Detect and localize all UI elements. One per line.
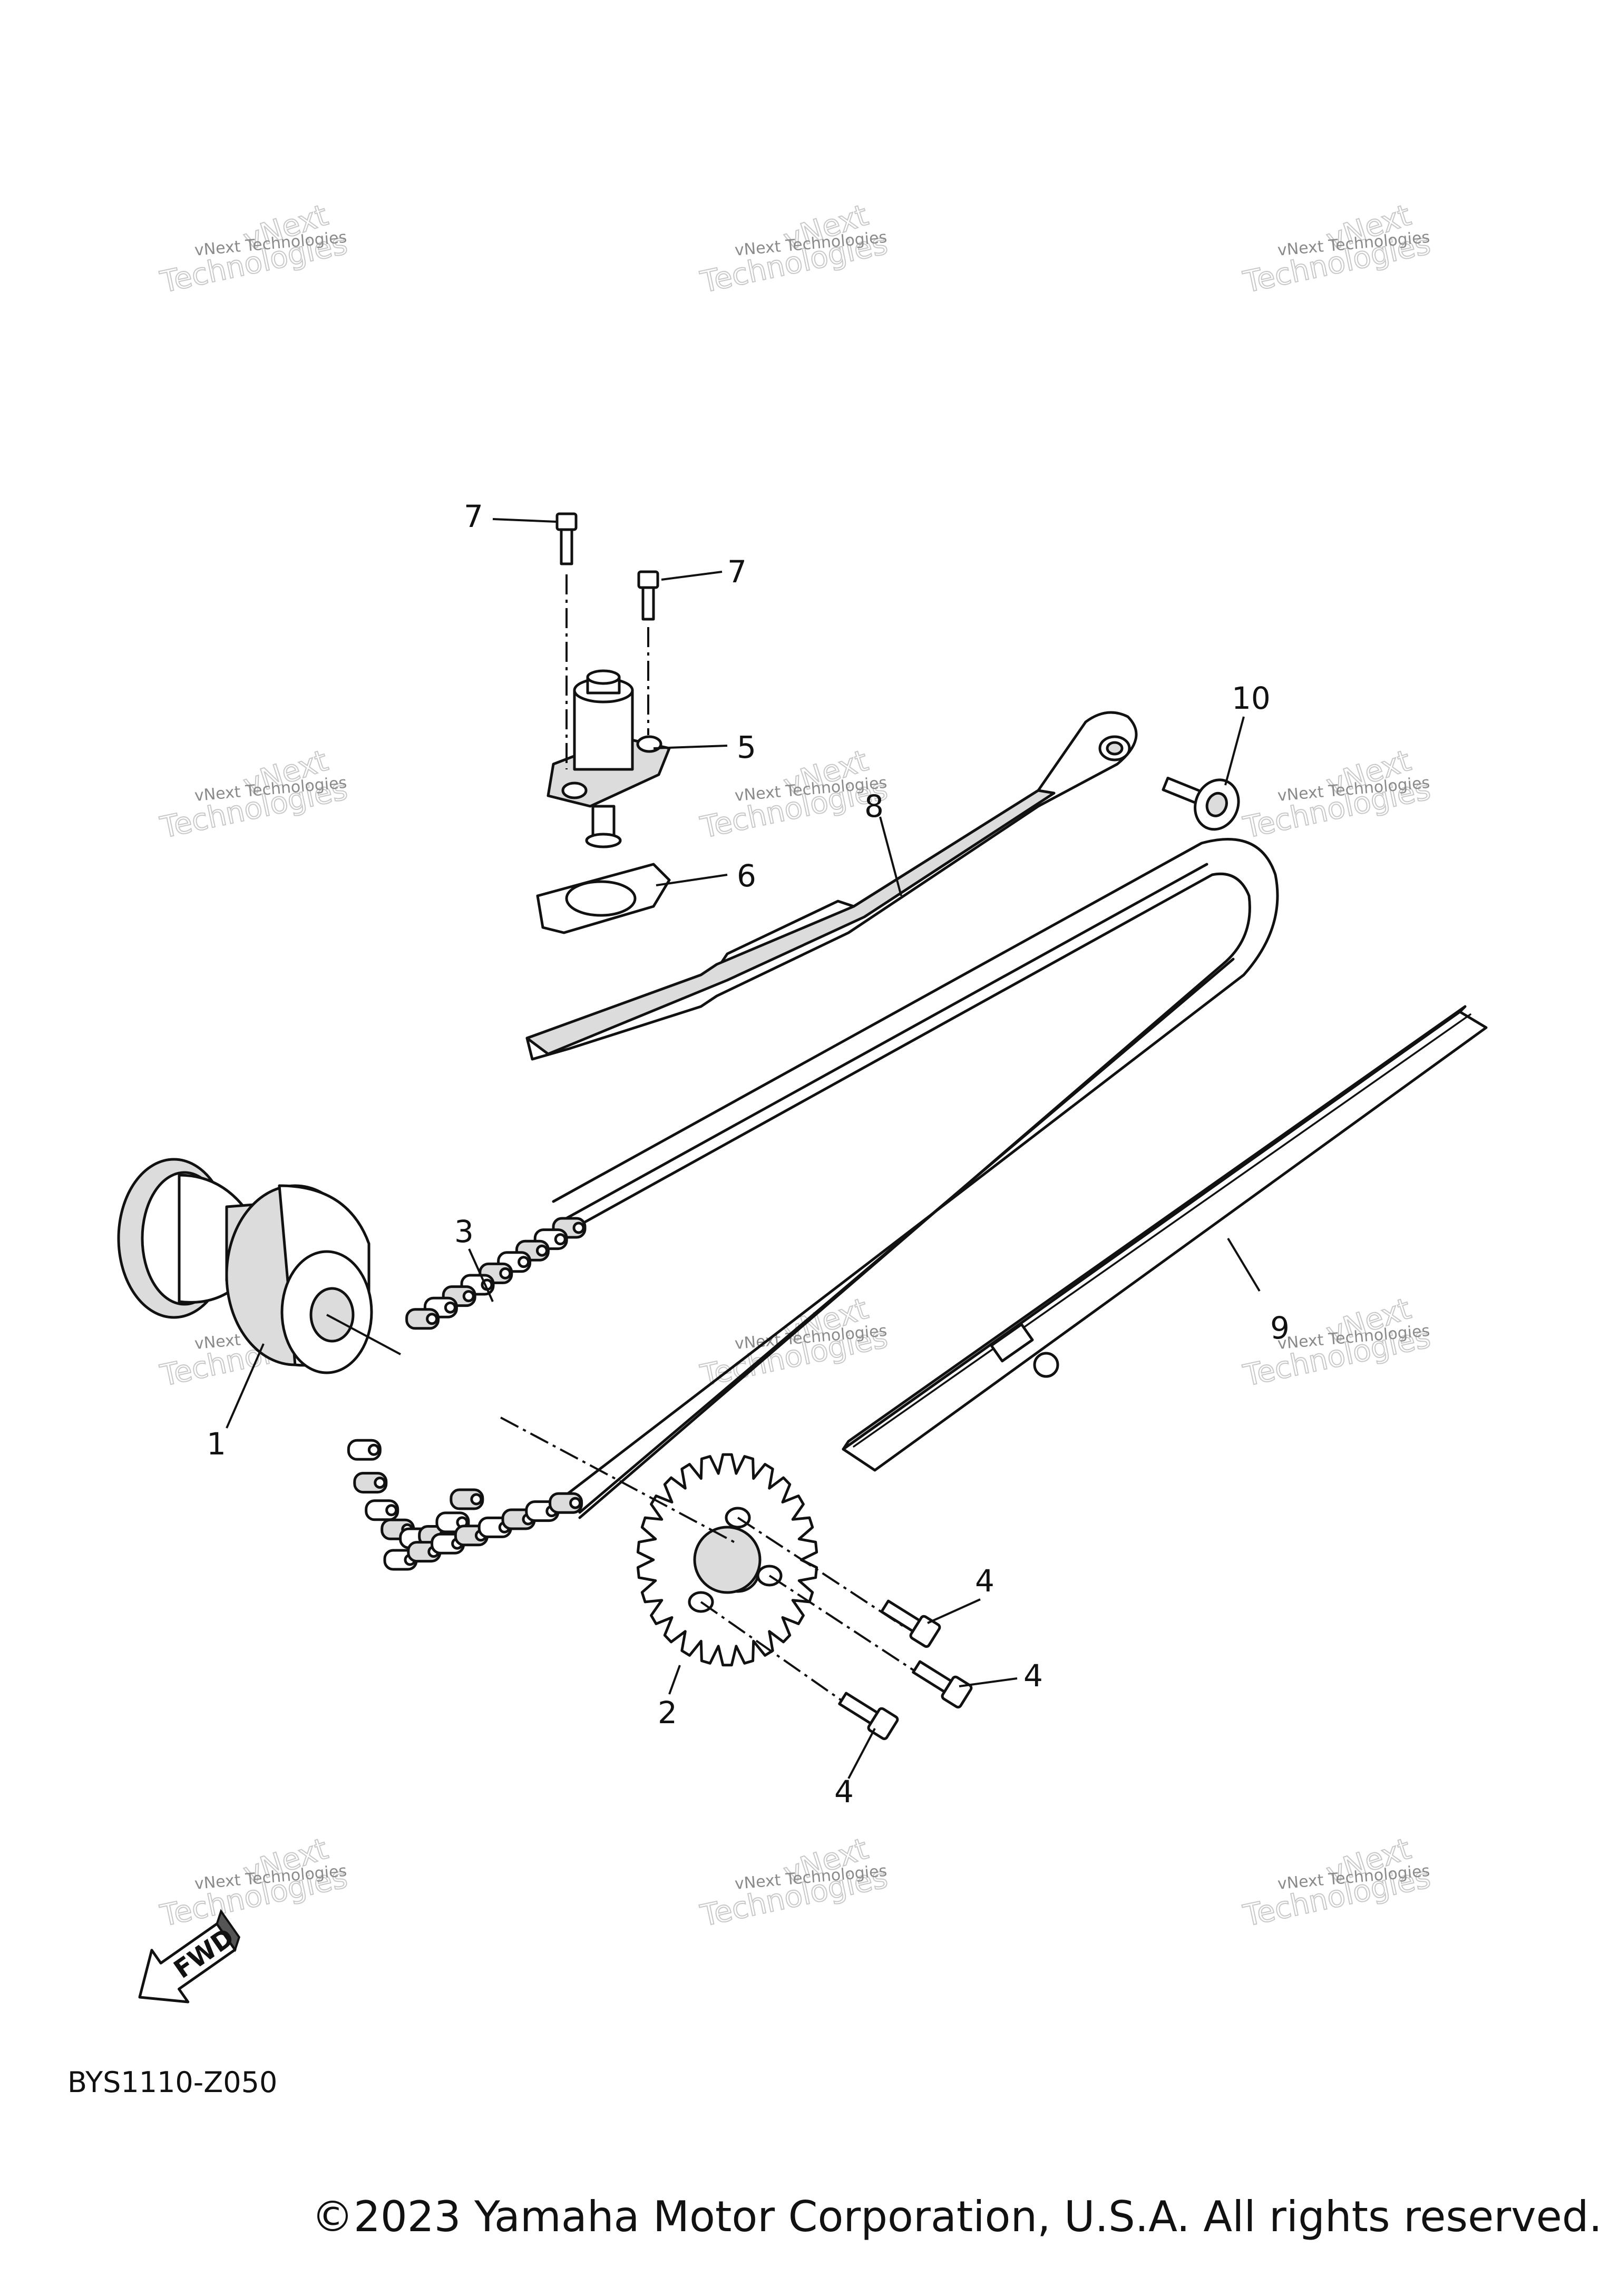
chain-roller [572, 1222, 585, 1234]
sprocket-bolts [700, 1517, 1018, 1779]
chain-roller [535, 1244, 548, 1257]
chain-tensioner [547, 669, 728, 848]
chain-guide-tensioner-side [525, 711, 1138, 1061]
callout-5: 5 [737, 729, 756, 765]
chain-roller [470, 1493, 483, 1506]
tensioner-gasket [536, 863, 728, 934]
callout-2: 2 [658, 1695, 677, 1731]
callout-7a: 7 [464, 499, 483, 534]
callout-labels: 1 2 3 4 4 4 5 6 7 7 8 9 10 [207, 499, 1290, 1810]
chain-roller [385, 1504, 398, 1517]
chain-roller [499, 1267, 512, 1279]
callout-4a: 4 [975, 1563, 994, 1599]
callout-9: 9 [1270, 1310, 1290, 1346]
chain-roller [462, 1290, 475, 1303]
callout-10: 10 [1232, 680, 1271, 716]
chain-roller [426, 1313, 438, 1325]
callout-4c: 4 [834, 1774, 854, 1810]
chain-roller [444, 1301, 456, 1314]
camshaft [117, 1158, 401, 1374]
callout-1: 1 [207, 1426, 226, 1462]
chain-roller [374, 1477, 386, 1489]
chain-roller [569, 1497, 582, 1509]
copyright-footer: ©2023 Yamaha Motor Corporation, U.S.A. A… [311, 2192, 1602, 2241]
drawing-code: BYS1110-Z050 [67, 2066, 278, 2099]
chain-roller [554, 1233, 567, 1246]
callout-4b: 4 [1023, 1658, 1043, 1694]
tensioner-bolts [492, 512, 723, 769]
callout-3: 3 [454, 1214, 474, 1249]
chain-roller [518, 1256, 530, 1268]
guide-bolt [1162, 716, 1245, 831]
callout-8: 8 [864, 788, 884, 824]
chain-roller [367, 1443, 380, 1456]
chain-links [347, 1217, 587, 1571]
callout-7b: 7 [727, 554, 747, 590]
chain-guide-stationary [842, 1005, 1488, 1472]
cam-sprocket [500, 1416, 818, 1667]
callout-6: 6 [737, 858, 756, 894]
